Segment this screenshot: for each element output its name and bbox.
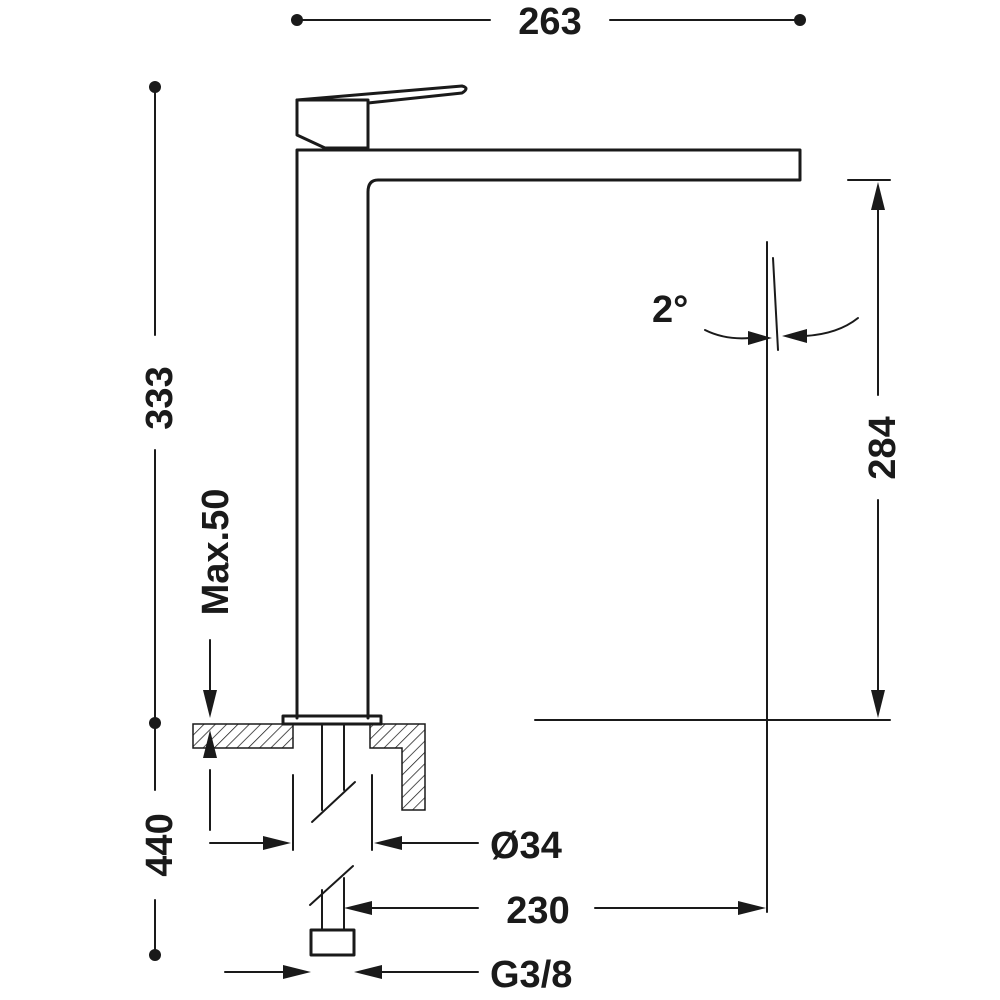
dimension-spout-height: 284: [534, 179, 904, 721]
label-connection-thread: G3/8: [490, 954, 572, 996]
label-hole-diameter: Ø34: [490, 825, 562, 867]
dimension-total-length: 263: [291, 1, 806, 43]
dimension-supply-hose: 440: [139, 722, 181, 961]
label-total-height: 333: [139, 366, 181, 429]
label-reach: 230: [506, 890, 569, 932]
label-spout-height: 284: [862, 416, 904, 479]
dimension-hole-diameter: Ø34: [209, 774, 562, 867]
label-spout-angle: 2°: [652, 289, 688, 331]
label-counter-thickness: Max.50: [195, 489, 237, 616]
label-supply-hose: 440: [139, 813, 181, 876]
supply-shank: [309, 723, 356, 957]
dimension-spout-angle: 2°: [652, 257, 859, 351]
dimension-reach: 230: [344, 241, 768, 932]
countertop-section: [192, 723, 426, 811]
faucet-body: [281, 148, 802, 726]
dimension-counter-thickness: Max.50: [195, 489, 237, 831]
dimension-total-height: 333: [139, 81, 181, 729]
dimension-connection-thread: G3/8: [224, 954, 572, 996]
lever-handle: [295, 84, 468, 150]
label-total-length: 263: [518, 1, 581, 43]
